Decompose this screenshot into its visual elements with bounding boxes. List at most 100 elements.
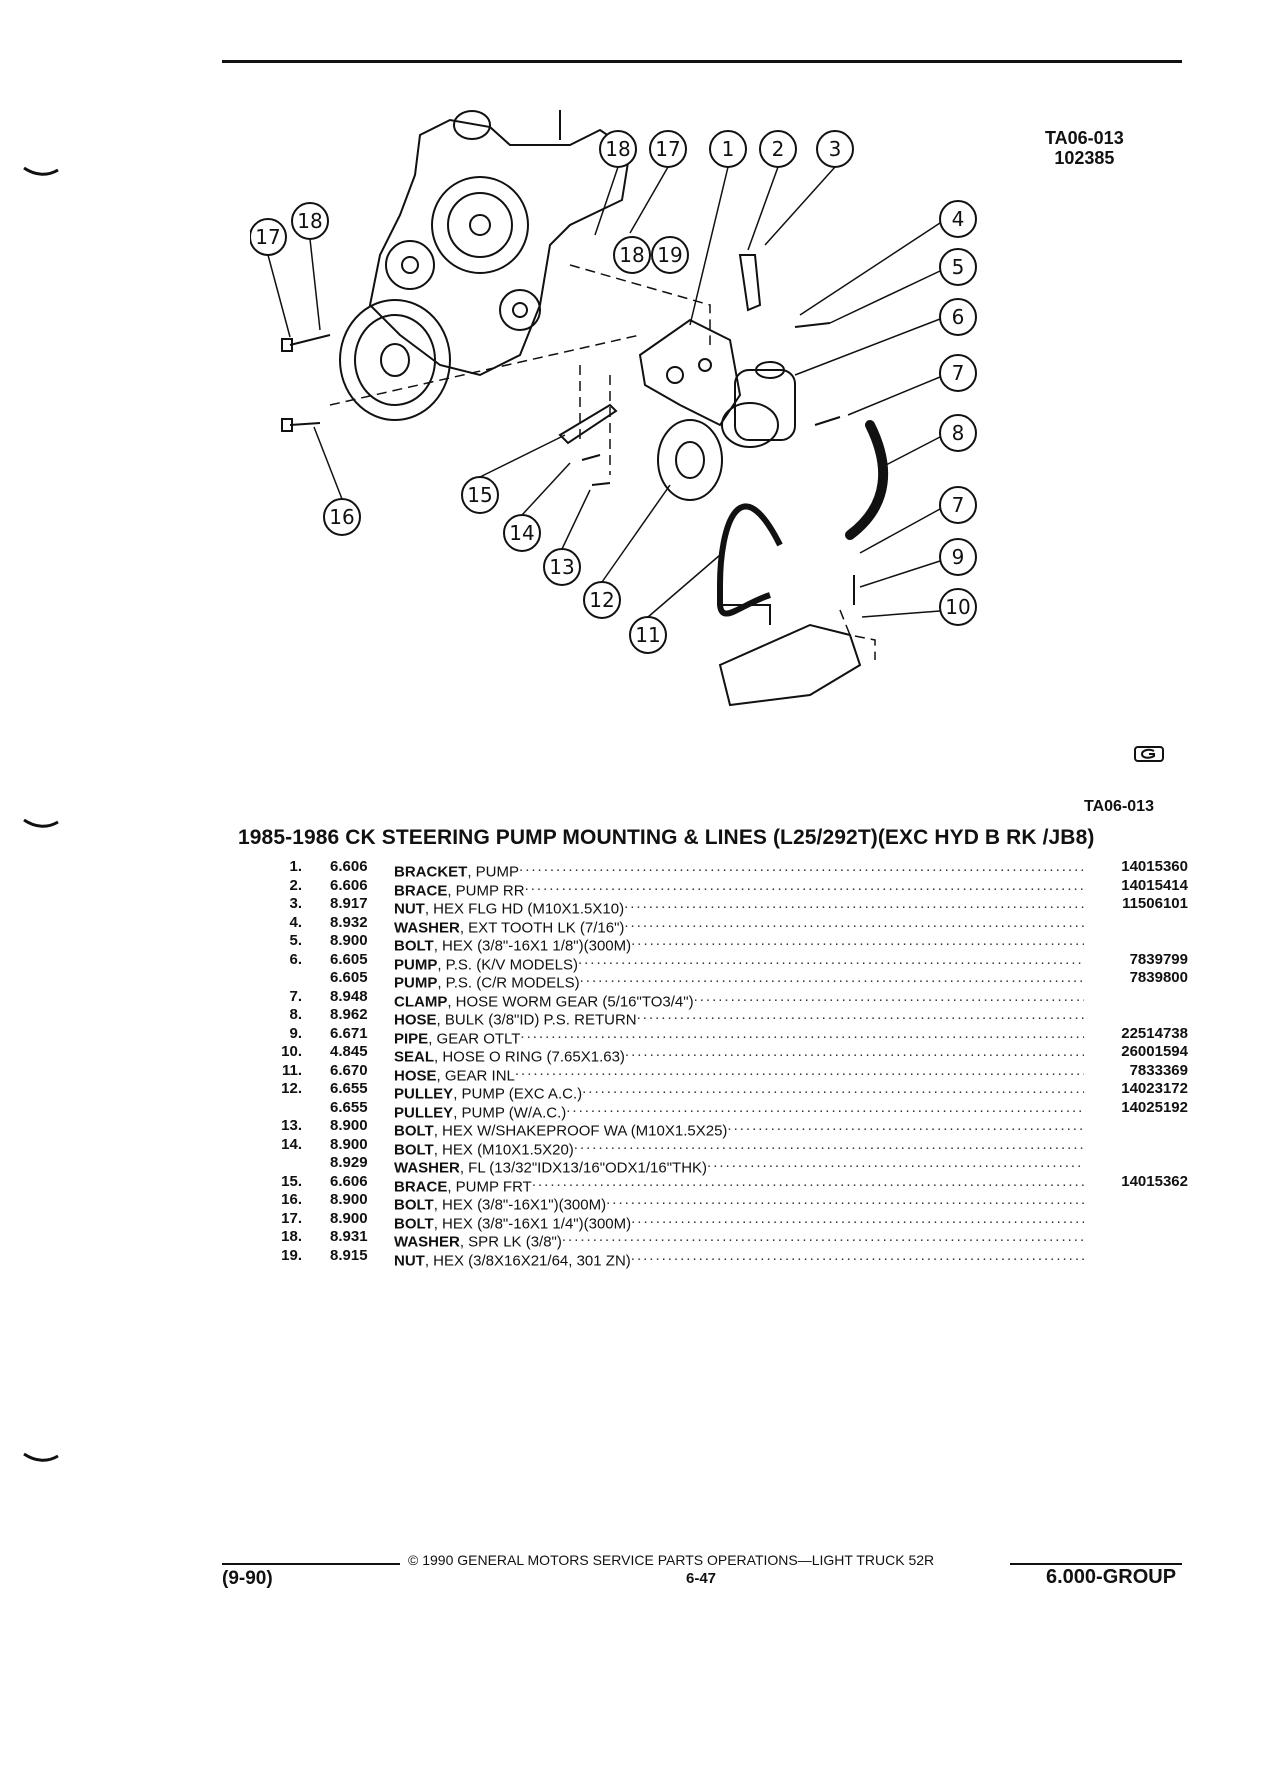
dot-leader: ........................................… (566, 1098, 1084, 1116)
part-detail: , HEX (3/8X16X21/64, 301 ZN) (424, 1252, 631, 1269)
top-rule (222, 60, 1182, 63)
part-name: PULLEY (394, 1104, 454, 1121)
svg-text:4: 4 (952, 207, 965, 231)
dot-leader: ........................................… (520, 1024, 1084, 1042)
item-number: 18. (281, 1228, 302, 1245)
dot-leader: ........................................… (524, 876, 1084, 894)
callout-4: 4 (939, 200, 977, 238)
group-number: 8.900 (330, 1191, 368, 1208)
dot-leader: ........................................… (624, 1043, 1084, 1060)
part-description: BOLT, HEX (3/8"-16X1 1/8")(300M) .......… (394, 932, 1084, 956)
group-number: 8.948 (330, 987, 368, 1005)
part-detail: , PUMP (EXC A.C.) (453, 1085, 583, 1103)
part-number: 14025192 (1121, 1098, 1188, 1116)
group-number: 6.606 (330, 858, 368, 875)
part-name: BOLT (394, 1215, 434, 1232)
callout-6: 6 (939, 298, 977, 336)
part-detail: , PUMP FRT (447, 1178, 532, 1195)
callout-7-bottom: 7 (939, 486, 977, 524)
part-detail: , HOSE O RING (7.65X1.63) (434, 1048, 625, 1066)
item-number: 10. (281, 1043, 302, 1060)
part-detail: , HEX (M10X1.5X20) (433, 1141, 574, 1158)
svg-text:17: 17 (255, 225, 280, 249)
dot-leader: ........................................… (727, 1117, 1084, 1134)
group-number: 6.605 (330, 950, 368, 968)
dot-leader: ........................................… (631, 932, 1084, 949)
part-name: WASHER (394, 1233, 460, 1251)
part-name: PUMP (394, 956, 438, 973)
callout-11: 11 (629, 616, 667, 654)
group-number: 8.931 (330, 1228, 368, 1245)
callout-14: 14 (503, 514, 541, 552)
part-number: 14015414 (1121, 876, 1188, 894)
part-detail: , BULK (3/8"ID) P.S. RETURN (436, 1011, 637, 1029)
svg-text:11: 11 (635, 623, 660, 647)
part-name: BRACE (394, 1178, 448, 1195)
part-description: BRACKET, PUMP ..........................… (394, 858, 1084, 882)
dot-leader: ........................................… (514, 1061, 1084, 1079)
part-name: BOLT (394, 1122, 434, 1140)
part-name: BRACE (394, 882, 448, 899)
footer-rule-left (222, 1563, 400, 1565)
part-detail: , EXT TOOTH LK (7/16") (459, 919, 625, 936)
part-name: BOLT (394, 1141, 434, 1158)
part-name: HOSE (394, 1067, 437, 1084)
item-number: 1. (289, 858, 302, 875)
dot-leader: ........................................… (531, 1172, 1084, 1190)
dot-leader: ........................................… (606, 1191, 1084, 1208)
part-detail: , PUMP RR (447, 882, 525, 899)
part-number: 11506101 (1122, 895, 1188, 912)
callout-9: 9 (939, 538, 977, 576)
svg-text:16: 16 (329, 505, 354, 529)
pump-body (734, 369, 796, 441)
group-number: 8.900 (330, 1135, 368, 1153)
parts-diagram: 18 17 1 2 3 17 18 4 5 18 19 6 7 8 7 9 10… (250, 110, 977, 707)
part-name: NUT (394, 1252, 425, 1269)
copyright: © 1990 GENERAL MOTORS SERVICE PARTS OPER… (408, 1552, 935, 1568)
part-number: 14015362 (1121, 1172, 1188, 1190)
svg-text:14: 14 (509, 521, 534, 545)
part-description: PIPE, GEAR OTLT ........................… (394, 1025, 1084, 1049)
group-number: 6.606 (330, 1172, 368, 1190)
engine-outline (368, 118, 632, 377)
part-detail: , FL (13/32"IDX13/16"ODX1/16"THK) (459, 1159, 708, 1177)
part-description: BRACE, PUMP RR .........................… (394, 877, 1084, 901)
svg-text:18: 18 (297, 209, 322, 233)
svg-text:15: 15 (467, 483, 492, 507)
part-detail: , HEX (3/8"-16X1 1/4")(300M) (433, 1215, 632, 1232)
part-description: PUMP, P.S. (C/R MODELS) ................… (394, 969, 1084, 993)
callout-5: 5 (939, 248, 977, 286)
part-number: 14023172 (1121, 1080, 1188, 1097)
callout-3: 3 (816, 130, 854, 168)
callout-12: 12 (583, 581, 621, 619)
group-number: 8.900 (330, 1209, 368, 1227)
group-number: 8.962 (330, 1006, 368, 1023)
part-detail: , HEX W/SHAKEPROOF WA (M10X1.5X25) (433, 1122, 728, 1140)
pump-bracket (638, 318, 742, 427)
svg-text:2: 2 (772, 137, 785, 161)
callout-17-left: 17 (250, 218, 287, 256)
callout-13: 13 (543, 548, 581, 586)
callout-15: 15 (461, 476, 499, 514)
part-name: NUT (394, 900, 425, 918)
parts-list: 1. 6.606 BRACKET, PUMP ...................… (258, 858, 1188, 1270)
part-description: BRACE, PUMP FRT ........................… (394, 1173, 1084, 1197)
item-number: 11. (281, 1061, 302, 1079)
dot-leader: ........................................… (631, 1209, 1084, 1227)
part-name: BRACKET (394, 863, 468, 881)
part-description: PULLEY, PUMP (EXC A.C.) ................… (394, 1080, 1084, 1104)
dot-leader: ........................................… (561, 1228, 1084, 1245)
callout-19: 19 (651, 236, 689, 274)
part-description: WASHER, FL (13/32"IDX13/16"ODX1/16"THK) … (394, 1154, 1084, 1178)
svg-text:7: 7 (952, 361, 965, 385)
callout-16: 16 (323, 498, 361, 536)
figure-code: TA06-013 (1045, 128, 1124, 148)
dot-leader: ........................................… (624, 913, 1084, 931)
part-description: NUT, HEX (3/8X16X21/64, 301 ZN) ........… (394, 1247, 1084, 1271)
